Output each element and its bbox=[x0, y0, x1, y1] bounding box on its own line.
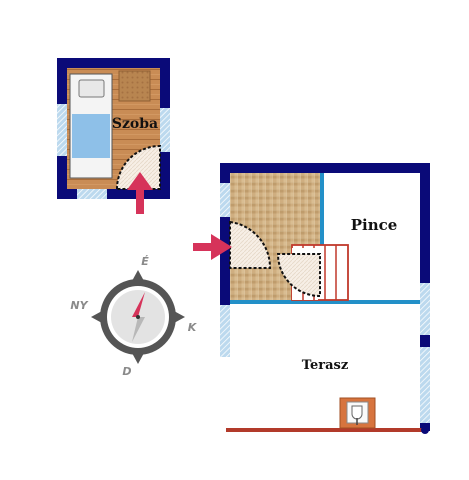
main-wall-right-lower bbox=[420, 335, 430, 347]
szoba-window-left bbox=[57, 104, 67, 156]
szoba-wall-bottom bbox=[57, 189, 170, 199]
szoba-wall-top bbox=[57, 58, 170, 68]
main-door-swing bbox=[229, 220, 272, 269]
main-wall-left bbox=[220, 163, 230, 305]
terasz-window-right-1 bbox=[420, 283, 430, 335]
szoba-room: Szoba bbox=[57, 58, 170, 199]
terasz-window-left bbox=[220, 305, 230, 357]
terasz-railing bbox=[226, 428, 426, 432]
terasz-window-right-3 bbox=[420, 397, 430, 423]
compass-icon bbox=[91, 270, 185, 364]
szoba-window-bottom bbox=[77, 189, 107, 199]
pince-label: Pince bbox=[351, 216, 398, 234]
main-window-left bbox=[220, 183, 230, 217]
terasz-label: Terasz bbox=[302, 358, 348, 373]
bed-icon bbox=[69, 73, 113, 179]
pince-partition-horizontal bbox=[230, 300, 420, 304]
main-building: Pince Terasz bbox=[220, 163, 430, 434]
main-wall-right bbox=[420, 163, 430, 283]
railing-post bbox=[421, 426, 429, 434]
szoba-label: Szoba bbox=[112, 116, 158, 132]
arrow-up-icon bbox=[127, 172, 153, 214]
szoba-rug bbox=[118, 70, 151, 102]
stair-door-swing bbox=[276, 253, 321, 298]
szoba-door-swing bbox=[115, 144, 161, 190]
furnace-icon bbox=[339, 397, 376, 429]
pince-partition-vertical bbox=[320, 173, 324, 301]
terasz-window-right-2 bbox=[420, 347, 430, 397]
compass-west-label: NY bbox=[70, 299, 88, 312]
main-wall-top bbox=[220, 163, 430, 173]
compass-east-label: K bbox=[188, 321, 198, 334]
compass-south-label: D bbox=[122, 365, 131, 378]
szoba-window-right bbox=[160, 108, 170, 152]
arrow-right-icon bbox=[193, 234, 232, 260]
compass-north-label: É bbox=[141, 255, 149, 268]
